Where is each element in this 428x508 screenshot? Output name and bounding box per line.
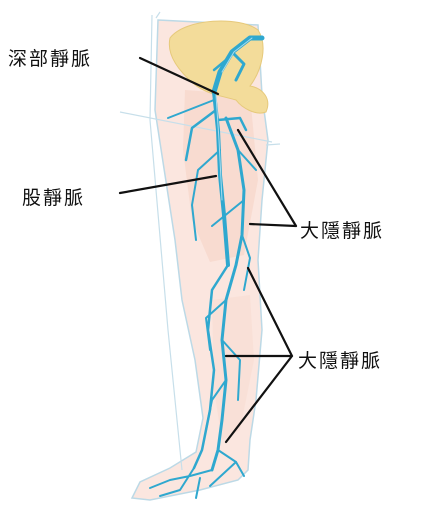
label-deep-vein: 深部靜脈 [8,44,92,71]
label-great-saphenous-vein-upper: 大隱靜脈 [300,216,384,243]
label-great-saphenous-vein-lower: 大隱靜脈 [298,346,382,373]
label-femoral-vein: 股靜脈 [22,183,85,210]
